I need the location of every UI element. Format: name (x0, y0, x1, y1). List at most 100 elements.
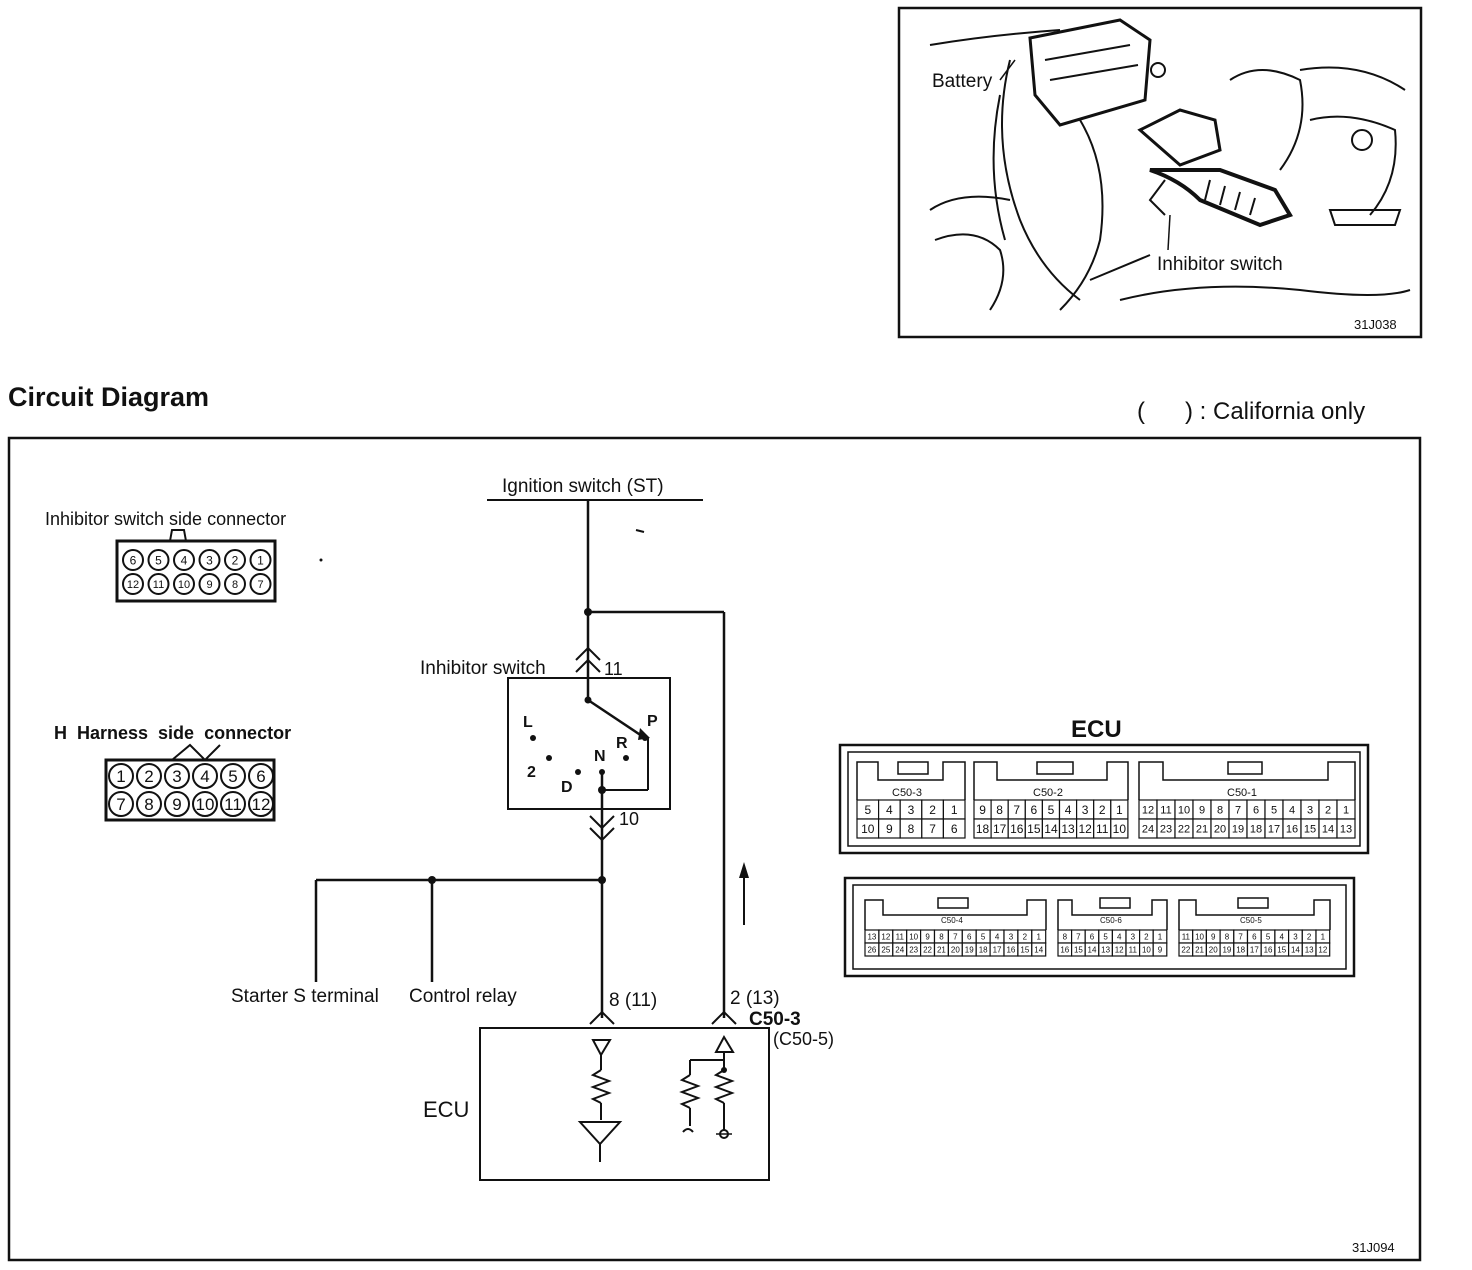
ecu-c50-5-pin-number: 10 (1195, 932, 1204, 941)
starter-s-terminal-label: Starter S terminal (231, 986, 379, 1007)
ecu-c50-3-pin-number: 4 (886, 803, 893, 817)
switch-side-pin-number: 11 (153, 579, 164, 591)
ecu-c50-5-pin-number: 1 (1321, 932, 1326, 941)
pin-10-label: 10 (619, 809, 639, 829)
ecu-c50-2-pin-number: 8 (996, 803, 1003, 817)
ecu-conn-c50-5-name: C50-5 (1240, 916, 1262, 925)
ecu-box (479, 1027, 770, 1181)
harness-side-pin-circle (108, 791, 134, 817)
ecu-c50-6-pin-number: 10 (1142, 945, 1151, 954)
ecu-c50-5-pin-number: 2 (1307, 932, 1312, 941)
circuit: Ignition switch (ST) Inhibitor switch 11… (231, 476, 834, 1181)
ecu-c50-4-pin-number: 16 (1006, 945, 1015, 954)
ecu-c50-1-pin-number: 7 (1235, 804, 1241, 816)
harness-side-pin-circle (248, 791, 274, 817)
ecu-c50-1-pin-number: 3 (1307, 804, 1313, 816)
ecu-c50-1-pin-number: 21 (1196, 823, 1208, 835)
ecu-connectors-title: ECU (1071, 716, 1122, 743)
ecu-c50-4-pin-number: 13 (867, 932, 876, 941)
ecu-c50-5-pin-number: 11 (1182, 932, 1191, 941)
ecu-c50-6-pin-number: 4 (1117, 932, 1122, 941)
switch-side-pin-number: 7 (257, 579, 263, 591)
ecu-c50-6-pin-number: 6 (1090, 932, 1095, 941)
ecu-c50-5-pin-number: 21 (1195, 945, 1204, 954)
harness-side-connector-title: H Harness side connector (54, 723, 291, 743)
ecu-pin-2-label: 2 (13) (730, 988, 780, 1009)
ecu-connector-c50-3: C50-3 (749, 1009, 801, 1030)
ecu-c50-2-pin-number: 17 (993, 822, 1007, 836)
ecu-c50-6-pin-number: 8 (1063, 932, 1068, 941)
location-photo: Battery Inhibitor switch 31J038 (897, 6, 1423, 339)
ecu-c50-4-pin-number: 1 (1037, 932, 1042, 941)
position-N: N (594, 748, 606, 765)
ecu-c50-4-pin-number: 25 (881, 945, 890, 954)
ecu-c50-5-pin-number: 14 (1291, 945, 1300, 954)
ecu-c50-4-pin-number: 20 (951, 945, 960, 954)
harness-side-pin-number: 4 (200, 767, 209, 786)
ecu-c50-1-pin-number: 13 (1340, 823, 1352, 835)
ecu-c50-4-pin-number: 14 (1034, 945, 1043, 954)
ecu-c50-6-pin-number: 3 (1131, 932, 1136, 941)
ecu-c50-4-pin-number: 12 (881, 932, 890, 941)
switch-side-pin-number: 1 (257, 553, 264, 567)
ecu-conn-c50-1-name: C50-1 (1227, 787, 1257, 799)
ecu-c50-6-pin-number: 13 (1101, 945, 1110, 954)
ecu-c50-5-pin-number: 5 (1266, 932, 1271, 941)
ecu-c50-6-pin-number: 2 (1144, 932, 1149, 941)
harness-side-pin-circle (220, 791, 246, 817)
ecu-c50-5-pin-number: 13 (1305, 945, 1314, 954)
ecu-c50-5-pin-number: 12 (1318, 945, 1327, 954)
switch-side-pin-circle (198, 573, 221, 595)
switch-side-pin-number: 12 (127, 579, 139, 591)
ecu-conn-c50-4-name: C50-4 (941, 916, 963, 925)
ecu-c50-2-pin-number: 9 (979, 803, 986, 817)
switch-side-pin-circle (249, 549, 272, 571)
california-note: ( ) : California only (1137, 398, 1365, 425)
ecu-c50-4-pin-number: 26 (867, 945, 876, 954)
harness-side-pin-number: 7 (116, 795, 125, 814)
harness-side-pin-number: 9 (172, 795, 181, 814)
ecu-c50-2-pin-number: 3 (1082, 803, 1089, 817)
switch-side-pin-number: 9 (206, 579, 212, 591)
section-title: Circuit Diagram (8, 382, 209, 412)
ecu-c50-1-pin-number: 2 (1325, 804, 1331, 816)
ecu-c50-3-pin-number: 9 (886, 822, 893, 836)
ecu-c50-1-pin-number: 8 (1217, 804, 1223, 816)
ecu-c50-2-pin-number: 12 (1078, 822, 1092, 836)
ecu-c50-3-cell (942, 818, 966, 839)
ecu-c50-4-pin-number: 8 (939, 932, 944, 941)
harness-side-pin-number: 10 (196, 795, 215, 814)
harness-side-pin-circle (192, 791, 218, 817)
ignition-switch-label: Ignition switch (ST) (502, 476, 664, 497)
diagram-frame (7, 436, 1422, 1262)
ecu-c50-5-pin-number: 19 (1222, 945, 1231, 954)
ecu-c50-2-pin-number: 4 (1065, 803, 1072, 817)
ecu-c50-2-pin-number: 13 (1061, 822, 1075, 836)
harness-side-pin-circle (248, 763, 274, 789)
ecu-c50-2-pin-number: 14 (1044, 822, 1058, 836)
ecu-c50-3-pin-number: 2 (929, 803, 936, 817)
harness-side-pin-number: 2 (144, 767, 153, 786)
ecu-c50-4-pin-number: 2 (1023, 932, 1028, 941)
harness-side-pin-number: 11 (224, 795, 242, 814)
switch-side-pin-number: 4 (181, 553, 188, 567)
photo-code: 31J038 (1354, 317, 1397, 332)
ecu-box-label: ECU (423, 1097, 469, 1122)
ecu-c50-5-pin-number: 8 (1225, 932, 1230, 941)
ecu-c50-4-pin-number: 18 (979, 945, 988, 954)
ecu-c50-5-pin-number: 4 (1280, 932, 1285, 941)
ecu-c50-2-pin-number: 7 (1013, 803, 1020, 817)
switch-side-pin-circle (198, 549, 221, 571)
harness-side-pin-number: 12 (252, 795, 271, 814)
ecu-conn-c50-6-name: C50-6 (1100, 916, 1122, 925)
harness-side-pin-number: 8 (144, 795, 153, 814)
ecu-c50-1-pin-number: 5 (1271, 804, 1277, 816)
ecu-c50-1-pin-number: 22 (1178, 823, 1190, 835)
ecu-c50-3-pin-number: 8 (908, 822, 915, 836)
ecu-c50-4-cell (1031, 942, 1047, 957)
ecu-c50-6-pin-number: 14 (1088, 945, 1097, 954)
harness-side-pin-circle (164, 763, 190, 789)
ecu-c50-4-pin-number: 11 (896, 932, 905, 941)
